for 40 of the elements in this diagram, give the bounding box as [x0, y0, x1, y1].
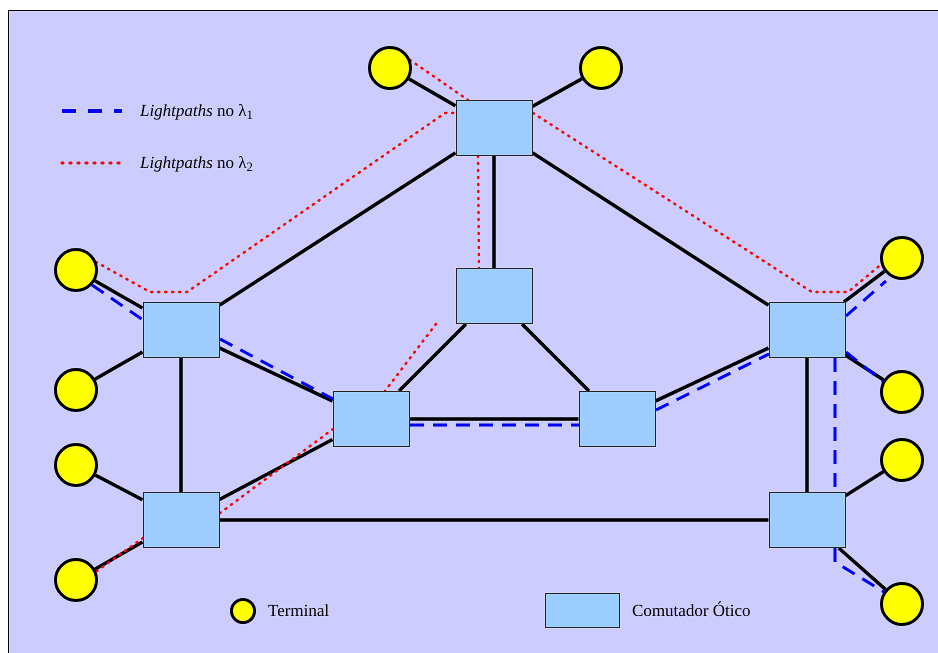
link-line	[179, 358, 183, 492]
link-line	[94, 279, 144, 310]
optical-switch-box	[456, 100, 533, 156]
dotted-lightpath	[384, 322, 438, 392]
optical-switch-box	[769, 492, 846, 548]
dashed-lightpath	[845, 280, 887, 318]
link-line	[218, 438, 334, 502]
link-line	[844, 470, 884, 498]
optical-switch-box	[333, 391, 410, 447]
link-line	[844, 354, 885, 382]
legend-label: Comutador Ótico	[632, 600, 751, 622]
optical-switch-box	[579, 391, 656, 447]
legend-label: Lightpaths no λ$_{1}$	[140, 100, 253, 124]
link-line	[520, 322, 590, 392]
link-line	[492, 156, 496, 268]
legend-label: Lightpaths no λ$_{2}$	[140, 152, 253, 176]
link-line	[220, 518, 768, 522]
dashed-lightpath	[91, 284, 144, 322]
optical-switch-box	[769, 302, 846, 358]
dashed-lightpath	[410, 424, 579, 426]
link-line	[408, 77, 456, 108]
link-line	[94, 474, 144, 502]
dashed-lightpath	[655, 352, 770, 412]
link-line	[218, 346, 334, 403]
optical-switch-box	[143, 492, 220, 548]
legend-label: Terminal	[268, 600, 330, 622]
link-line	[94, 350, 144, 381]
link-line	[805, 358, 809, 492]
link-line	[532, 77, 583, 108]
link-line	[218, 151, 456, 307]
link-line	[398, 322, 468, 392]
dotted-lightpath	[218, 428, 334, 514]
link-line	[654, 346, 770, 403]
dashed-lightpath	[219, 338, 334, 400]
link-line	[410, 417, 578, 421]
optical-switch-box	[456, 268, 533, 324]
optical-switch-box	[143, 302, 220, 358]
link-line	[532, 151, 770, 307]
link-line	[842, 270, 886, 304]
dotted-lightpath	[476, 154, 480, 270]
